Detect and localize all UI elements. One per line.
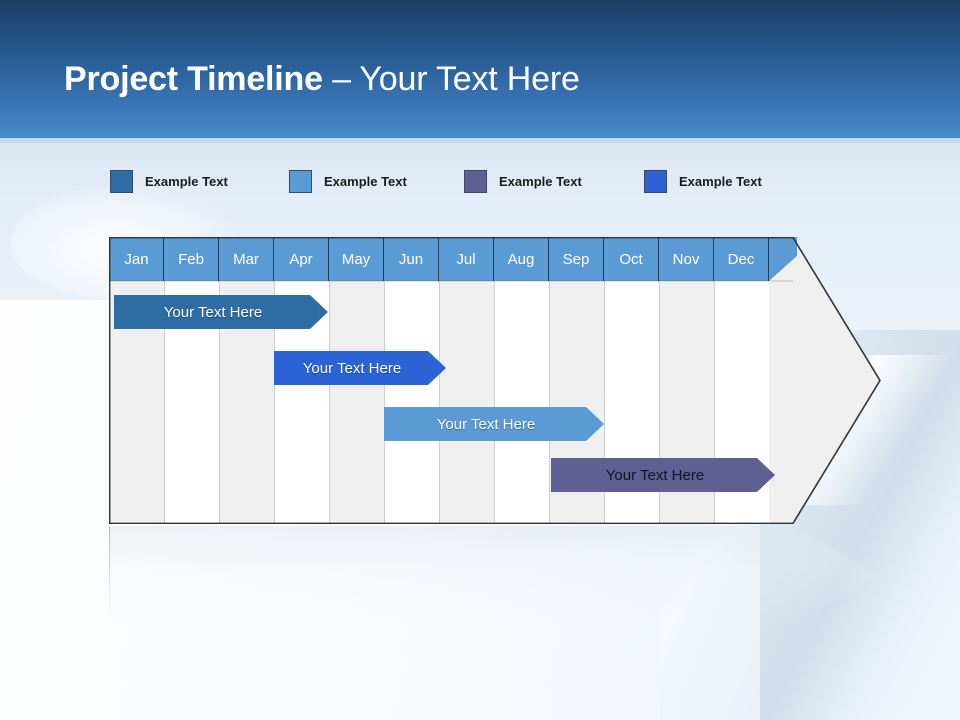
- timeline-bar-2[interactable]: Your Text Here: [274, 351, 446, 385]
- timeline-bar-1[interactable]: Your Text Here: [114, 295, 328, 329]
- title-underline: [0, 138, 960, 143]
- legend-item-2[interactable]: Example Text: [289, 169, 407, 193]
- page-title-light: Your Text Here: [359, 60, 580, 98]
- timeline-column-separator: [549, 260, 550, 524]
- legend-item-3[interactable]: Example Text: [464, 169, 582, 193]
- month-header-feb[interactable]: Feb: [164, 237, 219, 281]
- legend-item-label: Example Text: [679, 173, 762, 189]
- timeline-bar-4[interactable]: Your Text Here: [551, 458, 775, 492]
- timeline-bar-label: Your Text Here: [605, 466, 705, 484]
- timeline-reflection-edge: [109, 526, 110, 618]
- month-header-aug[interactable]: Aug: [494, 237, 549, 281]
- timeline-column-separator: [439, 260, 440, 524]
- page-title-strong: Project Timeline: [64, 60, 323, 98]
- legend-swatch-icon: [464, 169, 487, 193]
- month-header-sep[interactable]: Sep: [549, 237, 604, 281]
- legend-swatch-icon: [289, 169, 312, 193]
- legend-item-label: Example Text: [324, 173, 407, 189]
- timeline-column-separator: [494, 260, 495, 524]
- month-header-dec[interactable]: Dec: [714, 237, 769, 281]
- month-header-mar[interactable]: Mar: [219, 237, 274, 281]
- legend-item-1[interactable]: Example Text: [110, 169, 228, 193]
- month-header-may[interactable]: May: [329, 237, 384, 281]
- legend-item-4[interactable]: Example Text: [644, 169, 762, 193]
- month-header-oct[interactable]: Oct: [604, 237, 659, 281]
- page-title: Project Timeline – Your Text Here: [64, 58, 580, 100]
- timeline-reflection: [109, 526, 881, 624]
- timeline-column-separator: [329, 260, 330, 524]
- legend-item-label: Example Text: [145, 173, 228, 189]
- month-header-nov[interactable]: Nov: [659, 237, 714, 281]
- timeline-bar-label: Your Text Here: [436, 415, 536, 433]
- timeline-bar-label: Your Text Here: [302, 359, 402, 377]
- legend-swatch-icon: [110, 169, 133, 193]
- month-header-jul[interactable]: Jul: [439, 237, 494, 281]
- title-band: [0, 0, 960, 138]
- legend-item-label: Example Text: [499, 173, 582, 189]
- timeline-bar-3[interactable]: Your Text Here: [384, 407, 604, 441]
- month-header-jan[interactable]: Jan: [109, 237, 164, 281]
- page-title-separator: –: [322, 60, 360, 98]
- legend-swatch-icon: [644, 169, 667, 193]
- legend: Example Text Example Text Example Text Exam…: [110, 169, 810, 194]
- month-header-apr[interactable]: Apr: [274, 237, 329, 281]
- month-header-jun[interactable]: Jun: [384, 237, 439, 281]
- timeline-bar-label: Your Text Here: [163, 303, 263, 321]
- timeline-column-separator: [384, 260, 385, 524]
